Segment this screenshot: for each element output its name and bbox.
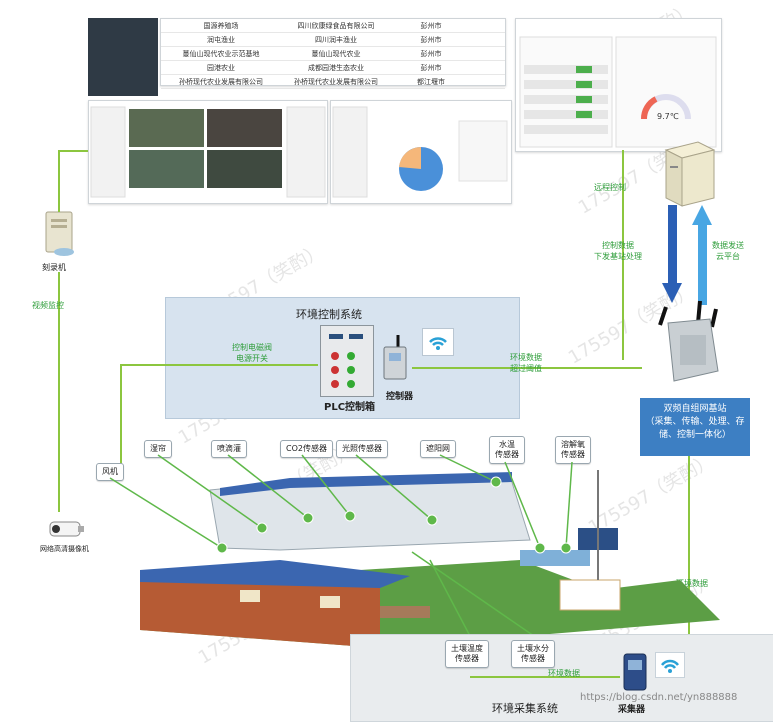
tag-co2: CO2传感器: [280, 440, 333, 458]
wifi-icon: [661, 659, 679, 673]
base-station-device: [650, 295, 730, 394]
controller-label: 控制器: [386, 392, 414, 402]
table-row: 国源养殖场四川欣康绿食品有限公司彭州市: [161, 19, 505, 33]
camera: [48, 518, 88, 546]
wifi-badge: [422, 328, 454, 356]
wifi-icon: [429, 337, 447, 350]
collector-label: 采集器: [618, 705, 646, 715]
table-row: 园港农业成都园港生态农业彭州市: [161, 61, 505, 75]
plc-box-graphic: [329, 334, 363, 388]
controller-icon: [383, 335, 407, 380]
tag-curtain: 湿帘: [144, 440, 172, 458]
video-monitor-graphic: [90, 106, 326, 198]
server-icon: [45, 211, 74, 256]
tag-fan: 风机: [96, 463, 124, 481]
stats-graphic: [332, 106, 508, 198]
cloud-server: [658, 140, 718, 214]
device-control-screenshot: 9.7℃: [515, 18, 722, 152]
wifi-badge: [655, 652, 685, 678]
base-station-icon: [658, 300, 719, 382]
farm-table: 国源养殖场四川欣康绿食品有限公司彭州市 润屯渔业四川润丰渔业彭州市 蔓仙山现代农…: [160, 18, 506, 89]
plc-box-label: PLC控制箱: [324, 402, 376, 413]
url-watermark: https://blog.csdn.net/yn888888: [580, 692, 738, 703]
table-row: 蔓仙山现代农业示范基地蔓仙山现代农业彭州市: [161, 47, 505, 61]
data-arrows: [662, 205, 712, 305]
ctrl-valve-label: 控制电磁阀 电源开关: [232, 343, 272, 363]
remote-control-label: 远程控制: [594, 183, 626, 192]
dashboard-sidebar: [88, 18, 158, 96]
tag-sprinkler: 喷滴灌: [211, 440, 247, 458]
video-monitor-label: 视频监控: [32, 301, 64, 310]
table-row: 润屯渔业四川润丰渔业彭州市: [161, 33, 505, 47]
tag-shade: 遮阳网: [420, 440, 456, 458]
camera-icon: [49, 521, 84, 537]
env-collect-title: 环境采集系统: [492, 702, 558, 715]
data-send-label: 数据发送 云平台: [712, 241, 744, 261]
tag-soil-temp: 土壤温度传感器: [445, 640, 489, 668]
tag-light: 光照传感器: [336, 440, 388, 458]
recorder-label: 刻录机: [42, 263, 66, 272]
video-monitor-screenshot: [88, 100, 328, 204]
controller-device: [380, 333, 410, 387]
collector-device: [620, 650, 650, 704]
env-data-threshold-label: 环境数据 超过阈值: [510, 353, 542, 373]
greenhouse-illustration: [140, 470, 720, 648]
collector-icon: [623, 653, 647, 691]
control-data-label: 控制数据 下发基站处理: [594, 241, 642, 261]
env-control-title: 环境控制系统: [296, 308, 362, 321]
stats-screenshot: [330, 100, 512, 204]
env-data-bottom-label: 环境数据: [548, 669, 580, 678]
base-station-box: 双频自组网基站 （采集、传输、处理、存 储、控制一体化）: [640, 398, 750, 456]
tag-water-temp: 水温传感器: [489, 436, 525, 464]
recorder-server: [42, 210, 82, 266]
device-control-graphic: 9.7℃: [519, 36, 717, 148]
tag-soil-moisture: 土壤水分传感器: [511, 640, 555, 668]
server-icon: [664, 141, 716, 207]
tag-oxygen: 溶解氧传感器: [555, 436, 591, 464]
svg-text:9.7℃: 9.7℃: [657, 112, 679, 121]
plc-box: [320, 325, 374, 397]
table-row: 孙桥现代农业发展有限公司孙桥现代农业发展有限公司都江堰市: [161, 75, 505, 89]
env-data-upload-label: 环境数据: [676, 579, 708, 588]
camera-label: 网络高清摄像机: [40, 545, 89, 553]
